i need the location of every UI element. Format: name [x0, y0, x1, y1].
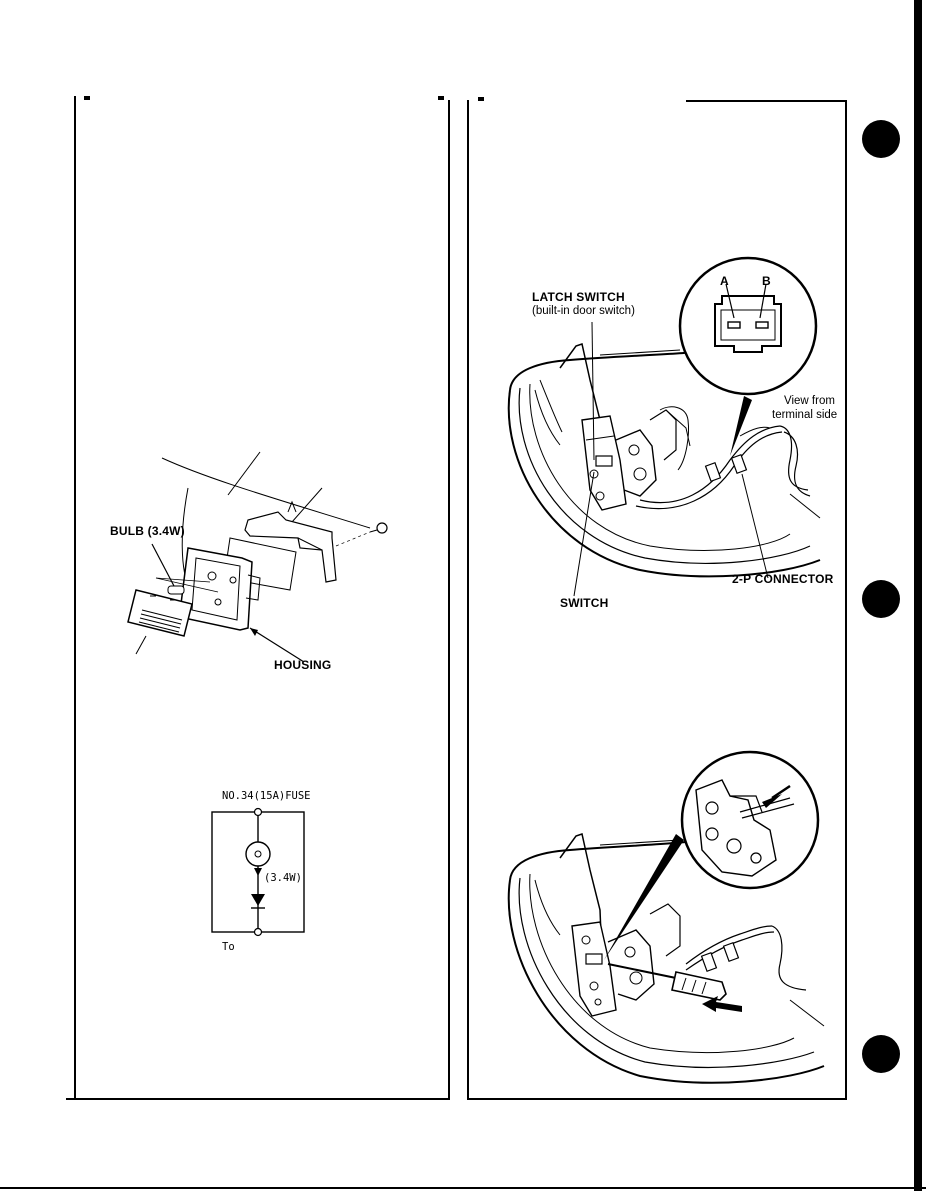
bulb-label: BULB (3.4W) [110, 524, 185, 538]
latch-switch-figure: LATCH SWITCH (built-in door switch) A B … [490, 256, 840, 620]
latch-switch-drawing [507, 256, 821, 597]
housing-label: HOUSING [274, 658, 332, 672]
right-edge-bar [914, 0, 922, 1191]
right-panel-left-border [467, 100, 469, 1099]
terminal-b-label: B [762, 274, 771, 288]
left-panel-bottom-rule [66, 1098, 450, 1100]
connector-label: 2-P CONNECTOR [732, 572, 834, 586]
switch-removal-figure [490, 750, 840, 1095]
circuit-drawing [211, 807, 305, 937]
left-panel-corner-mark-right [438, 96, 444, 100]
left-panel-left-border [74, 96, 76, 1099]
to-label: To [222, 941, 235, 953]
left-panel-right-border [448, 100, 450, 1099]
view-from-label-line1: View from [784, 395, 835, 407]
lamp-circuit-figure: NO.34(15A)FUSE (3.4W) To [200, 790, 340, 960]
left-panel-corner-mark [84, 96, 90, 100]
wattage-label: (3.4W) [264, 872, 302, 884]
fuse-label: NO.34(15A)FUSE [222, 790, 311, 802]
view-from-label-line2: terminal side [772, 409, 838, 421]
binder-hole-middle [862, 580, 900, 618]
terminal-a-label: A [720, 274, 729, 288]
right-panel-right-border [845, 100, 847, 1099]
right-panel-corner-mark [478, 97, 484, 101]
switch-removal-drawing [507, 750, 825, 1084]
switch-label: SWITCH [560, 596, 609, 610]
binder-hole-top [862, 120, 900, 158]
latch-switch-label: LATCH SWITCH [532, 290, 625, 304]
lamp-exploded-figure: BULB (3.4W) HOUSING [100, 440, 440, 690]
binder-hole-bottom [862, 1035, 900, 1073]
right-panel-bottom-rule [467, 1098, 847, 1100]
lamp-exploded-drawing [127, 451, 388, 663]
latch-switch-sublabel: (built-in door switch) [532, 305, 635, 317]
bottom-page-rule [0, 1187, 926, 1189]
right-panel-top-rule [686, 100, 847, 102]
